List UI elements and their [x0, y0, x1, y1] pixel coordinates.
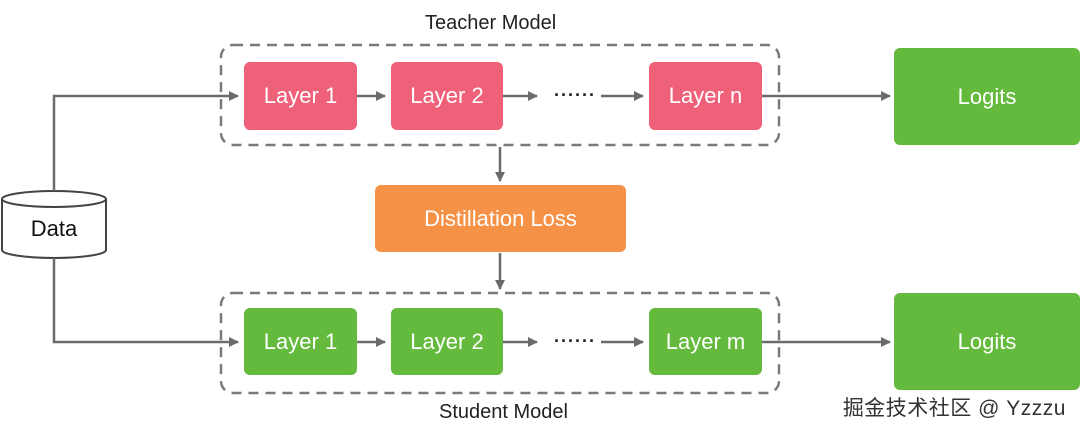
teacher-layer-1: Layer 1	[244, 62, 357, 130]
student-layer-2: Layer 2	[391, 308, 503, 375]
student-logits: Logits	[894, 293, 1080, 390]
data-to-student-connector	[52, 258, 239, 347]
student-ellipsis: ······	[554, 331, 596, 351]
watermark: 掘金技术社区 @ Yzzzu	[842, 397, 1066, 420]
teacher-model-title: Teacher Model	[425, 12, 557, 34]
data-label: Data	[30, 216, 78, 241]
student-model-title: Student Model	[439, 401, 568, 423]
student-layer-m: Layer m	[649, 308, 762, 375]
data-to-teacher-connector	[52, 91, 239, 191]
teacher-layer-2: Layer 2	[391, 62, 503, 130]
teacher-logits: Logits	[894, 48, 1080, 145]
teacher-layer-n: Layer n	[649, 62, 762, 130]
student-layer-1: Layer 1	[244, 308, 357, 375]
teacher-ellipsis: ······	[554, 85, 596, 105]
distillation-loss: Distillation Loss	[375, 185, 626, 252]
